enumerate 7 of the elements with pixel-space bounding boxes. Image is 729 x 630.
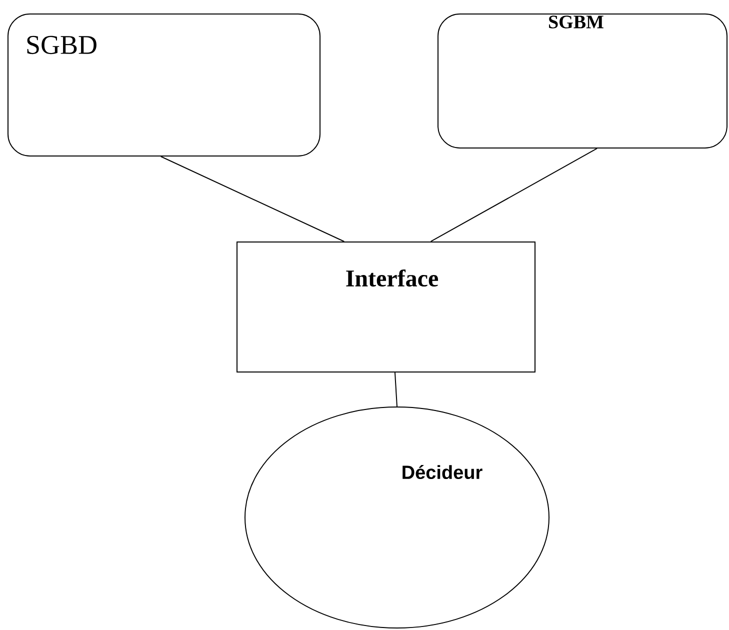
ellipse-node: Décideur <box>244 406 550 628</box>
rounded-box: SGBM <box>438 14 728 148</box>
rounded-box: SGBD <box>8 14 320 156</box>
connector-line <box>394 372 398 407</box>
connector-line <box>160 156 345 242</box>
connector-line <box>430 148 598 242</box>
interface-box: Interface <box>236 242 536 372</box>
